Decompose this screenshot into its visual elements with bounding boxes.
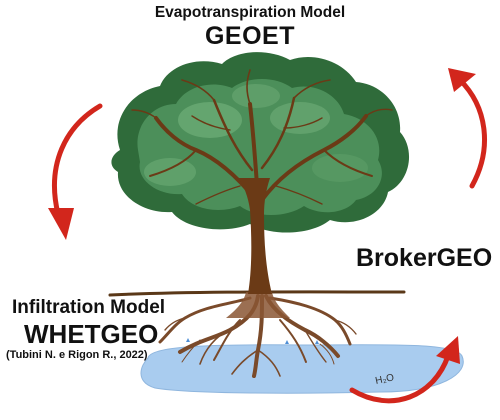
tree-branches [131,69,393,205]
infiltration-title: Infiltration Model [12,297,166,318]
curved-arrow-icon [48,68,487,404]
brokergeo-label: BrokerGEO [356,244,493,272]
evapotranspiration-title: Evapotranspiration Model [154,4,346,21]
root-crown [226,292,290,318]
arrow-bottom-up [349,353,451,404]
arrow-left-down [52,103,103,217]
water-label: H₂O [374,372,395,387]
citation-label: (Tubini N. e Rigon R., 2022) [6,349,148,361]
tree-roots [158,294,357,378]
geoet-label: GEOET [204,22,295,50]
tree-trunk [238,178,272,294]
arrow-right-up [457,77,487,189]
water-drops [186,338,319,344]
tree-canopy [111,52,410,233]
whetgeo-label: WHETGEO [24,319,159,349]
